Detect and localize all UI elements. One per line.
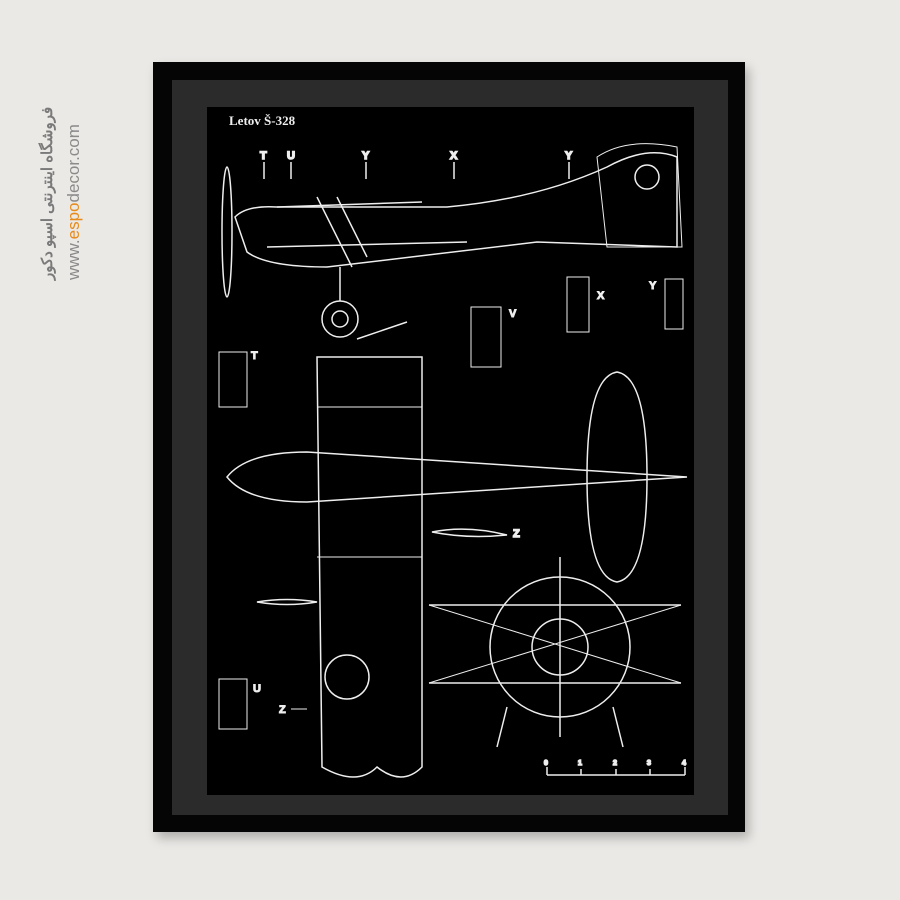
scale-tick: 0	[544, 760, 548, 767]
url-accent: espo	[64, 202, 83, 240]
grid-label: T	[251, 350, 258, 362]
blueprint-line	[496, 706, 508, 748]
blueprint-line	[470, 306, 502, 368]
url-prefix: www.	[64, 239, 83, 280]
top-view: Z	[226, 356, 688, 778]
aircraft-blueprint-drawing: T U Y X Y V X Y T U Z	[218, 143, 688, 778]
blueprint-line	[221, 166, 233, 298]
grid-label: Z	[279, 704, 286, 716]
marker-label: Y	[565, 150, 573, 162]
front-view	[428, 557, 682, 748]
side-view	[221, 143, 683, 340]
grid-label: U	[253, 683, 261, 695]
blueprint-line	[356, 321, 408, 340]
scale-bar: 0 1 2 3 4	[543, 759, 687, 776]
blueprint-line	[612, 706, 624, 748]
scale-tick: 1	[578, 760, 582, 767]
section-markers: T U Y X Y	[259, 149, 574, 179]
marker-label: Y	[362, 150, 370, 162]
scale-tick: 2	[613, 760, 617, 767]
blueprint-line	[276, 201, 423, 208]
poster-title: Letov Š-328	[229, 113, 296, 128]
scale-tick: 3	[647, 760, 651, 767]
blueprint-line	[596, 143, 683, 248]
watermark-store-name: فروشگاه اینترنتی اسپو دکور	[39, 106, 56, 280]
blueprint-line	[634, 164, 660, 190]
blueprint-line	[586, 371, 648, 583]
blueprint-line	[566, 276, 590, 333]
scale-tick: 4	[682, 760, 686, 767]
blueprint-poster: Letov Š-328 T U Y X Y V X Y T U Z	[207, 107, 694, 795]
blueprint-line	[266, 241, 468, 248]
blueprint-line	[226, 451, 688, 503]
marker-label: U	[287, 150, 295, 162]
watermark-url: www.espodecor.com	[64, 124, 84, 280]
grid-label: Y	[649, 280, 657, 292]
section-grids: V X Y T U Z	[218, 276, 684, 730]
blueprint-line	[256, 598, 318, 606]
marker-label: T	[260, 150, 267, 162]
blueprint-line	[431, 528, 508, 538]
blueprint-line	[316, 196, 353, 268]
blueprint-line	[218, 678, 248, 730]
blueprint-line	[324, 654, 370, 700]
grid-label: Z	[513, 528, 520, 540]
blueprint-line	[321, 300, 359, 338]
blueprint-line	[316, 356, 423, 778]
blueprint-line	[428, 604, 682, 684]
blueprint-line	[234, 152, 678, 268]
blueprint-line	[218, 351, 248, 408]
url-suffix: decor.com	[64, 124, 83, 203]
grid-label: X	[597, 290, 605, 302]
blueprint-line	[664, 278, 684, 330]
grid-label: V	[509, 308, 517, 320]
blueprint-line	[331, 310, 349, 328]
blueprint-line	[336, 196, 368, 258]
marker-label: X	[450, 150, 458, 162]
